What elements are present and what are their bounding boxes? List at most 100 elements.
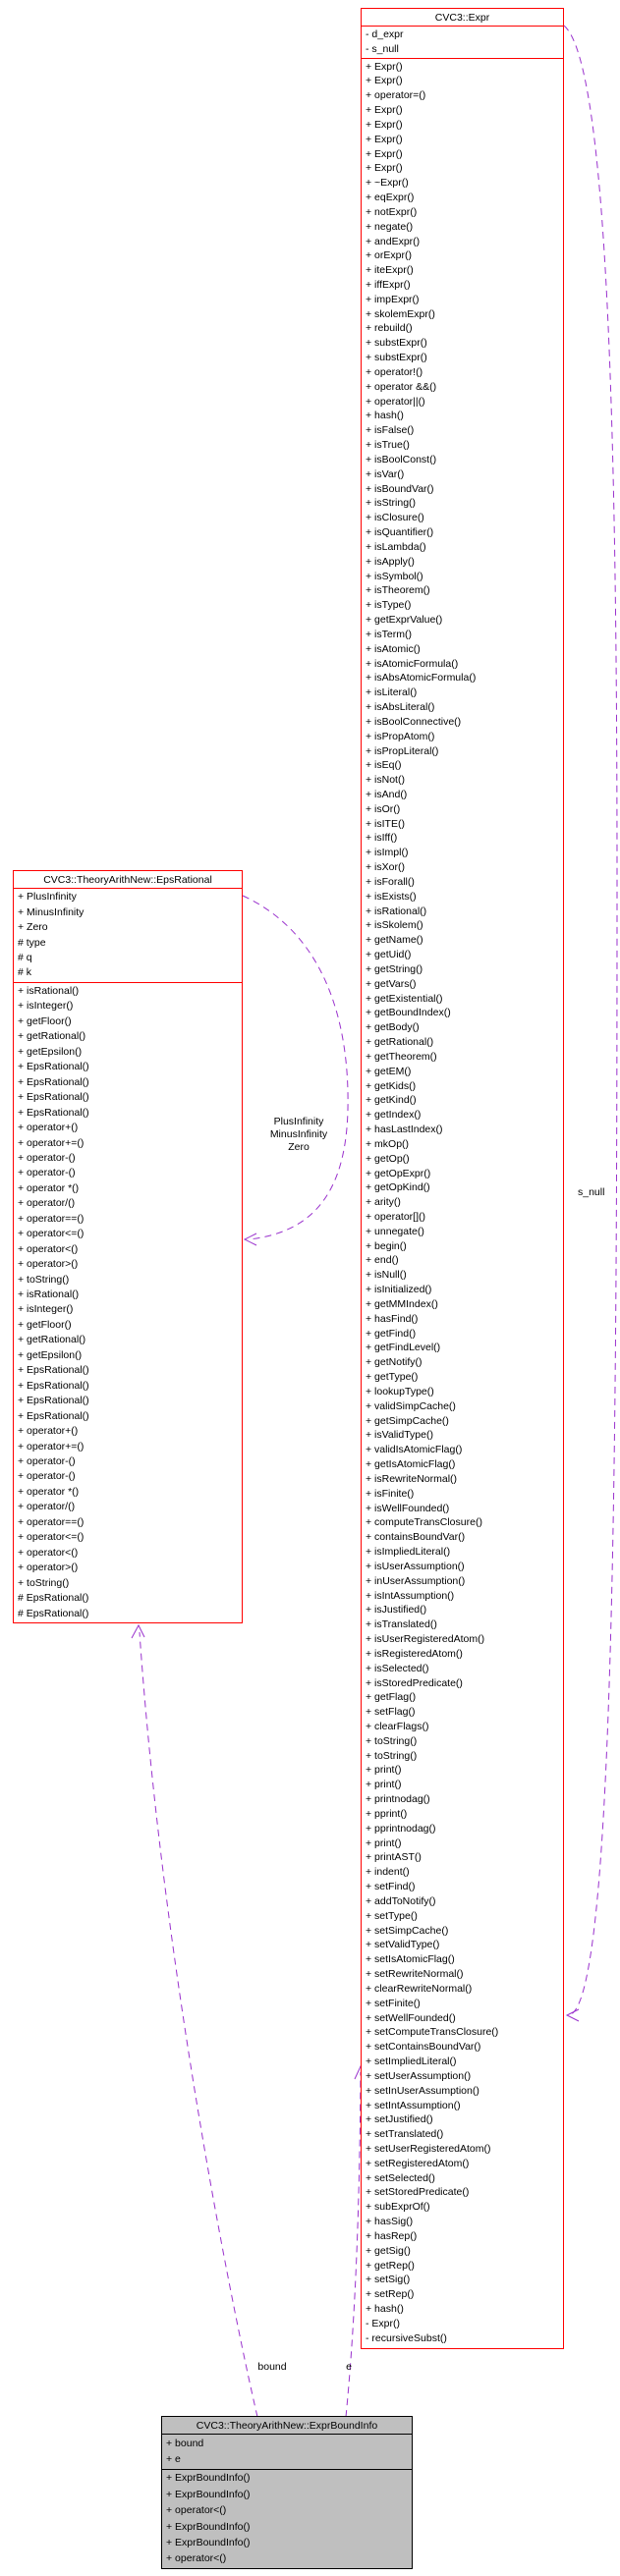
method-row: + isFinite()	[366, 1487, 415, 1500]
method-row: + operator-()	[18, 1151, 76, 1164]
method-row: + subExprOf()	[366, 2201, 430, 2214]
method-row: + EpsRational()	[18, 1106, 89, 1119]
method-row: + operator>()	[18, 1258, 79, 1271]
method-row: + setIsAtomicFlag()	[366, 1953, 455, 1966]
arrowhead-s-null	[565, 2008, 580, 2022]
method-row: + operator<=()	[18, 1228, 85, 1240]
method-row: + validSimpCache()	[366, 1399, 456, 1412]
method-row: + getRational()	[366, 1036, 434, 1049]
method-row: + getFloor()	[18, 1318, 72, 1331]
method-row: + substExpr()	[366, 337, 427, 350]
method-row: + getOpExpr()	[366, 1167, 431, 1179]
class-title-eps-rational: CVC3::TheoryArithNew::EpsRational	[43, 874, 212, 886]
method-row: + isSymbol()	[366, 570, 423, 582]
class-box-expr: CVC3::Expr - d_expr- s_null + Expr()+ Ex…	[361, 8, 564, 2349]
method-row: + iffExpr()	[366, 279, 411, 291]
method-row: + containsBoundVar()	[366, 1531, 466, 1544]
method-row: + hasRep()	[366, 2229, 418, 2242]
class-title-expr: CVC3::Expr	[434, 12, 490, 24]
method-row: + operator[]()	[366, 1211, 425, 1223]
method-row: + isNot()	[366, 774, 405, 787]
method-row: + isImpliedLiteral()	[366, 1546, 451, 1559]
method-row: + operator>()	[18, 1562, 79, 1574]
method-row: + operator+=()	[18, 1440, 85, 1452]
method-row: + isSelected()	[366, 1662, 429, 1674]
method-row: + begin()	[366, 1239, 407, 1252]
method-row: + getMMIndex()	[366, 1297, 438, 1310]
method-row: + getName()	[366, 934, 423, 947]
method-row: + getOp()	[366, 1152, 410, 1165]
method-row: + isAnd()	[366, 788, 408, 800]
method-row: + operator *()	[18, 1181, 80, 1194]
method-row: + Expr()	[366, 104, 403, 117]
method-row: + isBoolConnective()	[366, 715, 462, 728]
method-row: + setInUserAssumption()	[366, 2084, 479, 2097]
method-row: + isLambda()	[366, 540, 426, 553]
method-row: + operator<()	[18, 1242, 79, 1255]
method-row: + operator-()	[18, 1455, 76, 1468]
method-row: + validIsAtomicFlag()	[366, 1444, 463, 1456]
method-row: + getRational()	[18, 1334, 86, 1346]
method-row: + inUserAssumption()	[366, 1574, 466, 1587]
method-row: + setSig()	[366, 2274, 411, 2286]
method-row: + ExprBoundInfo()	[166, 2536, 251, 2549]
method-row: + isXor()	[366, 861, 405, 874]
method-row: + operator<()	[166, 2504, 227, 2517]
method-row: + setStoredPredicate()	[366, 2186, 470, 2199]
method-row: + Expr()	[366, 75, 403, 87]
method-row: + getRep()	[366, 2259, 415, 2272]
method-row: + end()	[366, 1254, 399, 1267]
method-row: + getSimpCache()	[366, 1414, 449, 1427]
attribute-row: + PlusInfinity	[18, 891, 77, 904]
method-row: + Expr()	[366, 162, 403, 175]
method-row: + getVars()	[366, 977, 417, 990]
method-row: + EpsRational()	[18, 1379, 89, 1392]
method-row: + pprint()	[366, 1807, 408, 1820]
method-row: + operator/()	[18, 1501, 76, 1513]
method-row: + operator+()	[18, 1122, 79, 1134]
method-row: + operator<()	[166, 2552, 227, 2565]
method-row: + orExpr()	[366, 249, 412, 262]
method-row: + setType()	[366, 1909, 418, 1922]
method-row: + isTrue()	[366, 439, 410, 452]
method-row: + isRegisteredAtom()	[366, 1647, 463, 1660]
method-row: + getFindLevel()	[366, 1342, 441, 1354]
method-row: - recursiveSubst()	[366, 2331, 447, 2344]
method-row: + hasFind()	[366, 1312, 419, 1325]
method-row: + isTranslated()	[366, 1618, 437, 1631]
method-row: + toString()	[366, 1749, 418, 1762]
method-row: + eqExpr()	[366, 192, 415, 204]
method-row: + setUserRegisteredAtom()	[366, 2143, 491, 2155]
method-row: + hasLastIndex()	[366, 1124, 443, 1136]
method-row: + EpsRational()	[18, 1061, 89, 1073]
method-row: + getEpsilon()	[18, 1045, 83, 1058]
method-row: + isAtomic()	[366, 642, 421, 655]
method-row: + getIsAtomicFlag()	[366, 1458, 456, 1471]
method-row: + clearRewriteNormal()	[366, 1982, 473, 1995]
method-row: + operator &&()	[366, 380, 437, 393]
method-row: + getIndex()	[366, 1109, 422, 1122]
method-row: + toString()	[366, 1734, 418, 1747]
attribute-row: + Zero	[18, 921, 48, 934]
method-row: + operator+=()	[18, 1136, 85, 1149]
method-row: + notExpr()	[366, 205, 418, 218]
method-row: # EpsRational()	[18, 1607, 89, 1619]
method-row: + isInitialized()	[366, 1284, 432, 1296]
method-row: + isWellFounded()	[366, 1502, 450, 1514]
method-row: + isForall()	[366, 875, 415, 888]
method-row: + setFind()	[366, 1881, 416, 1893]
method-row: + getTheorem()	[366, 1050, 437, 1063]
method-row: + isIff()	[366, 832, 398, 845]
method-row: + setContainsBoundVar()	[366, 2041, 481, 2054]
method-row: + computeTransClosure()	[366, 1516, 482, 1529]
method-row: + setFinite()	[366, 1997, 421, 2009]
method-row: + operator+()	[18, 1425, 79, 1438]
method-row: + operator-()	[18, 1470, 76, 1483]
method-row: + isInteger()	[18, 1303, 74, 1316]
method-row: + isSkolem()	[366, 919, 423, 932]
method-row: + mkOp()	[366, 1137, 410, 1150]
method-row: + isInteger()	[18, 1000, 74, 1013]
method-row: + setIntAssumption()	[366, 2099, 461, 2111]
method-row: + EpsRational()	[18, 1091, 89, 1104]
method-row: + isNull()	[366, 1269, 407, 1282]
